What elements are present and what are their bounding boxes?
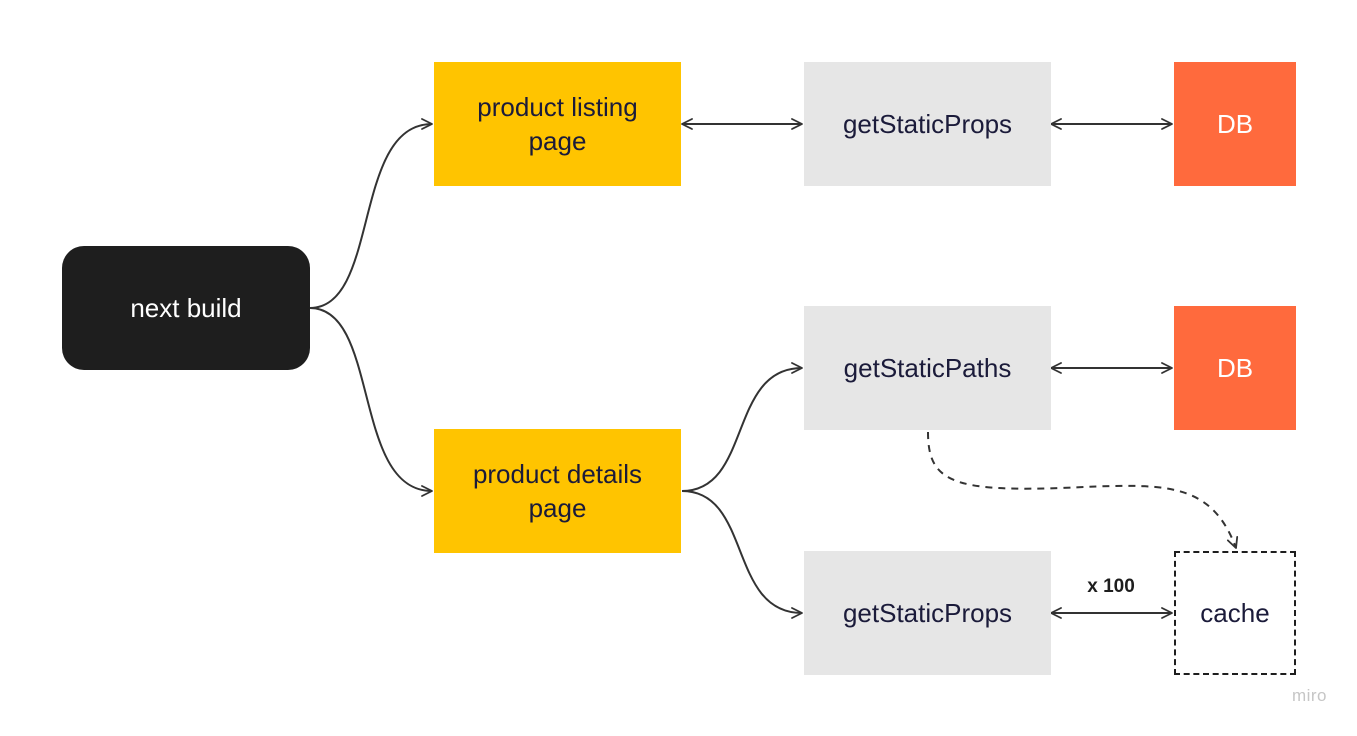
product-details-page-label-line1: product details [472,459,643,489]
db-middle-label: DB [1216,353,1254,383]
product-details-page-label-line2: page [528,493,587,523]
product-listing-page-node[interactable]: product listing page [434,62,681,186]
db-top-label: DB [1216,109,1254,139]
details-get-static-props-node[interactable]: getStaticProps [804,551,1051,675]
product-details-page-node[interactable]: product details page [434,429,681,553]
product-details-page-label: product details page [473,457,642,525]
product-listing-page-label-line2: page [528,126,587,156]
listing-get-static-props-node[interactable]: getStaticProps [804,62,1051,186]
db-top-node[interactable]: DB [1174,62,1296,186]
product-listing-page-label-line1: product listing [477,92,638,122]
cache-label: cache [1200,598,1270,628]
cache-edge-label: x 100 [1087,576,1135,597]
edge-build-to-listing [309,118,433,309]
cache-node[interactable]: cache [1174,551,1296,675]
product-listing-page-label: product listing page [477,90,637,158]
get-static-paths-node[interactable]: getStaticPaths [804,306,1051,430]
edge-paths-to-cache [927,431,1239,549]
edge-details-to-paths [681,362,803,492]
db-middle-node[interactable]: DB [1174,306,1296,430]
listing-get-static-props-label: getStaticProps [842,109,1013,139]
miro-watermark: miro [1291,686,1327,705]
next-build-label: next build [130,293,242,323]
edge-details-to-props [681,490,803,619]
details-get-static-props-label: getStaticProps [842,598,1013,628]
edge-build-to-details [309,307,433,497]
get-static-paths-label: getStaticPaths [843,353,1012,383]
next-build-node[interactable]: next build [62,246,310,370]
